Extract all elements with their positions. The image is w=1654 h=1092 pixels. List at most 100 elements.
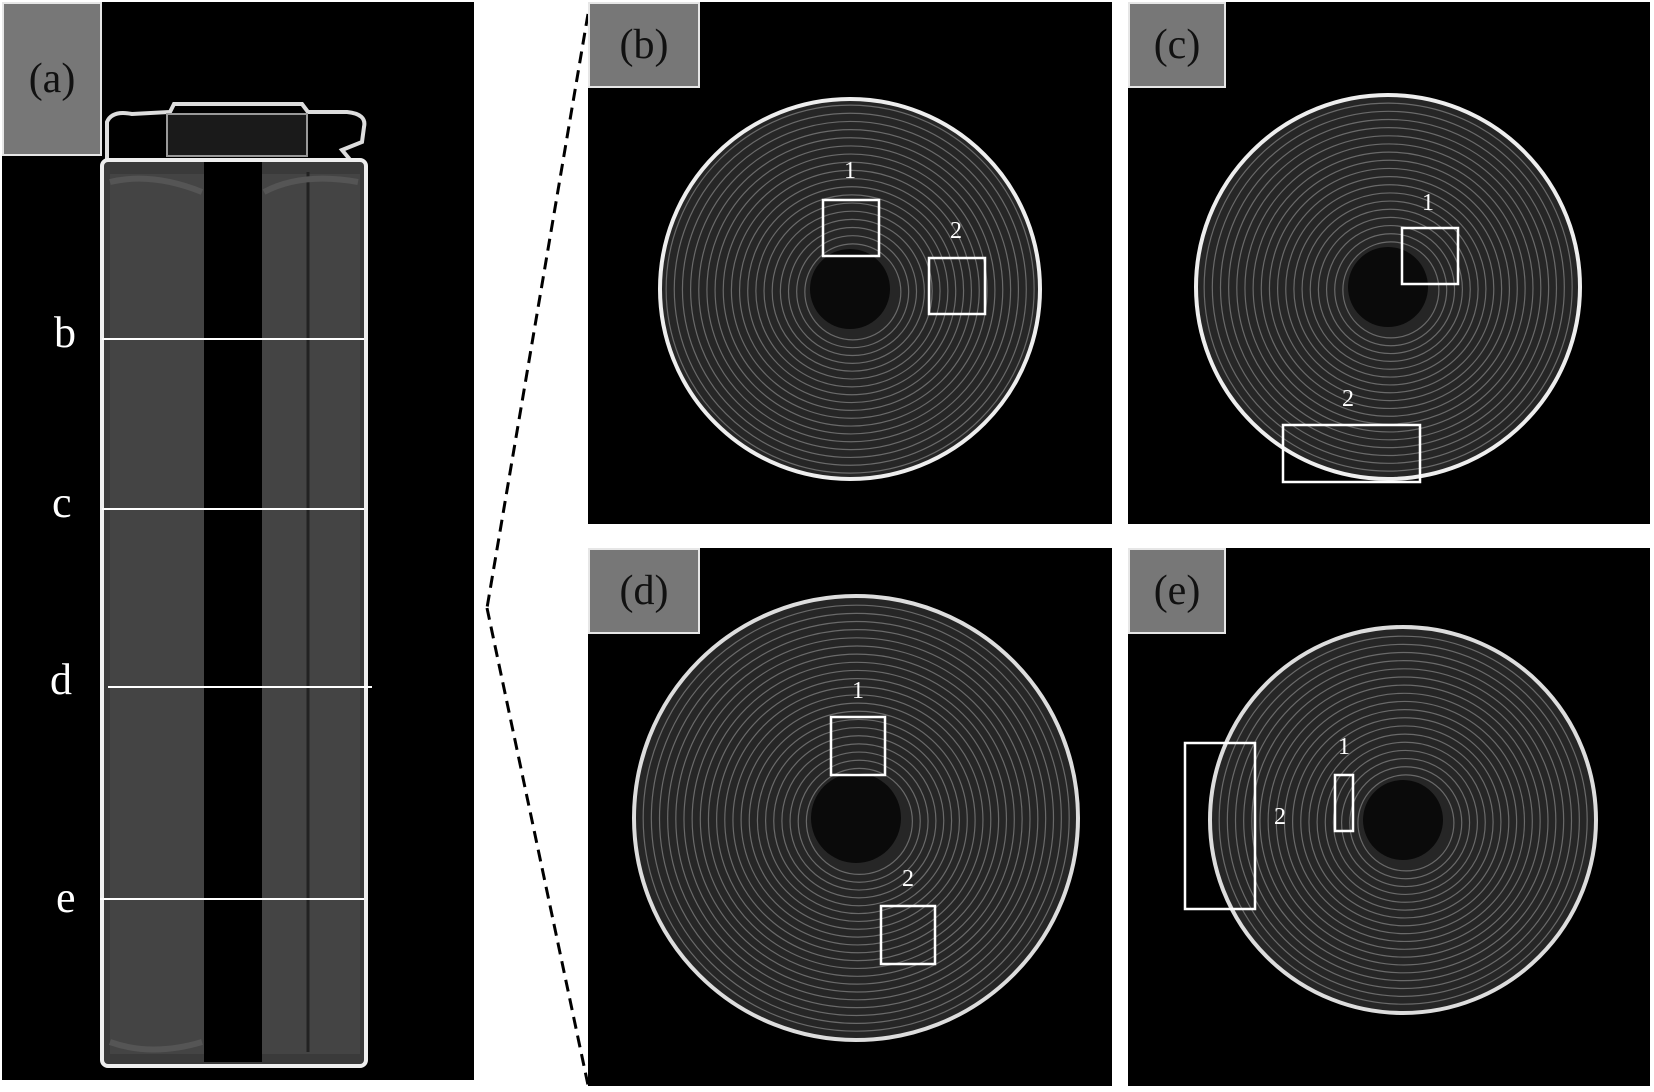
winding-ring [796,235,910,349]
winding-ring [787,226,918,357]
winding-ring [1332,749,1479,896]
cross-section-image-c [1194,93,1582,484]
panel-label-b: (b) [588,2,700,88]
winding-ring [1226,643,1580,997]
winding-ring [732,694,984,946]
winding-ring [675,637,1039,1001]
winding-ring [642,604,1070,1032]
winding-ring [681,120,1020,459]
winding-ring [771,210,933,372]
winding-ring [1234,651,1573,990]
winding-ring [1342,241,1440,339]
slice-label-e: e [56,873,76,922]
winding-ring [1285,184,1495,394]
mandrel-hole [810,249,890,329]
winding-ring [1324,741,1486,903]
panel-a-longitudinal-view: (a) b c d e [2,2,474,1080]
winding-ring [665,104,1035,474]
winding-ring [683,645,1031,993]
winding-ring [1244,143,1534,433]
winding-ring [1228,127,1550,449]
winding-ring [1301,200,1479,378]
region-label-1: 1 [852,678,864,704]
winding-ring [738,177,965,404]
winding-ring [722,161,980,419]
panel-c-cross-section: (c) 1 2 [1128,2,1650,524]
slice-label-c: c [52,478,72,527]
winding-ring [706,145,996,435]
winding-ring [747,186,957,396]
winding-ring [756,718,961,923]
slice-label-b: b [54,308,76,357]
winding-ring [1340,757,1471,888]
panel-d-cross-section: (d) 1 2 [588,548,1112,1086]
mandrel-hole [811,773,901,863]
cross-section-image-e [1183,625,1598,1015]
winding-ring [658,620,1055,1017]
winding-ring [1317,216,1463,362]
winding-ring [1277,176,1503,402]
winding-ring [789,751,929,891]
winding-ring [724,686,992,954]
panel-b-cross-section: (b) 1 2 [588,2,1112,524]
winding-ring [1292,709,1518,935]
winding-ring [763,202,941,380]
winding-ring [1334,233,1448,347]
winding-ring [1211,110,1565,464]
panel-label-a: (a) [2,2,102,156]
winding-ring [650,612,1062,1024]
winding-ring [1357,774,1455,872]
winding-ring [691,653,1023,985]
winding-ring [707,669,1008,970]
winding-ring [1268,167,1511,410]
winding-ring [804,243,902,341]
winding-ring [1236,135,1542,441]
winding-ring [1293,192,1487,386]
winding-ring [1218,635,1588,1005]
winding-ring [1308,725,1502,919]
cell-longitudinal-image [100,102,372,1068]
winding-ring [805,767,913,875]
winding-ring [673,112,1027,466]
winding-ring [1325,224,1456,355]
winding-ring [1283,700,1526,943]
winding-ring [779,218,925,364]
region-label-1: 1 [1422,190,1434,216]
winding-ring [698,137,1004,443]
slice-label-d: d [50,655,72,704]
winding-ring [1267,684,1541,958]
region-label-2: 2 [1342,386,1354,412]
winding-ring [1243,660,1565,982]
winding-ring [1260,159,1518,417]
mandrel-hole [1348,247,1428,327]
winding-ring [667,629,1047,1009]
winding-ring [714,153,988,427]
cross-section-image-b [658,97,1042,481]
winding-ring [1309,208,1471,370]
winding-ring [773,735,945,907]
winding-ring [730,169,972,411]
panel-label-e: (e) [1128,548,1226,634]
winding-ring [797,759,921,883]
winding-ring [755,194,949,388]
winding-ring [1349,766,1463,880]
winding-ring [764,726,953,915]
mandrel-hole [1363,780,1443,860]
winding-ring [1203,102,1573,472]
winding-ring [1251,668,1557,974]
winding-ring [1316,733,1494,911]
winding-ring [781,743,937,899]
region-label-1: 1 [844,158,856,184]
panel-label-c: (c) [1128,2,1226,88]
region-label-2: 2 [902,866,914,892]
cross-section-image-d [632,594,1080,1042]
panel-e-cross-section: (e) 1 2 [1128,548,1650,1086]
panel-label-d: (d) [588,548,700,634]
region-label-1: 1 [1338,734,1350,760]
winding-ring [1259,676,1549,966]
region-label-2: 2 [950,218,962,244]
winding-ring [699,661,1015,977]
winding-ring [716,678,1000,962]
winding-ring [1219,118,1558,457]
